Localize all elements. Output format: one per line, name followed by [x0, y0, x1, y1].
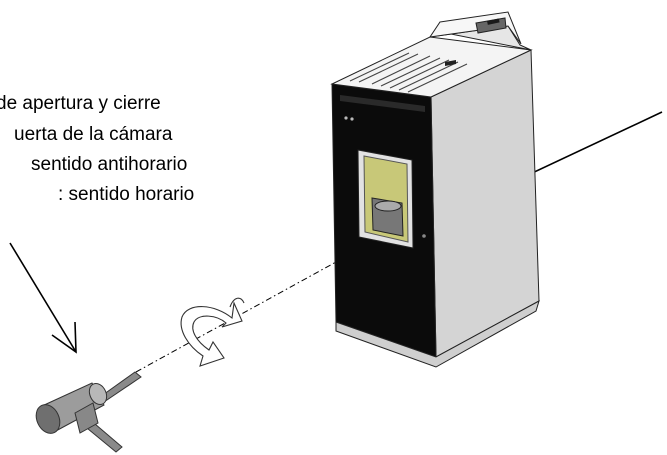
caption-line-4: : sentido horario [58, 184, 195, 205]
axis-line [135, 261, 337, 373]
opening-tool-icon [35, 371, 142, 453]
pointer-arrow-to-tool [9, 242, 77, 354]
pellet-stove-icon [330, 11, 540, 368]
caption-line-2: uerta de la cámara [14, 124, 173, 145]
caption-line-3: sentido antihorario [31, 154, 188, 175]
rotation-arrow-icon [180, 297, 245, 367]
caption-line-1: de apertura y cierre [0, 93, 161, 114]
